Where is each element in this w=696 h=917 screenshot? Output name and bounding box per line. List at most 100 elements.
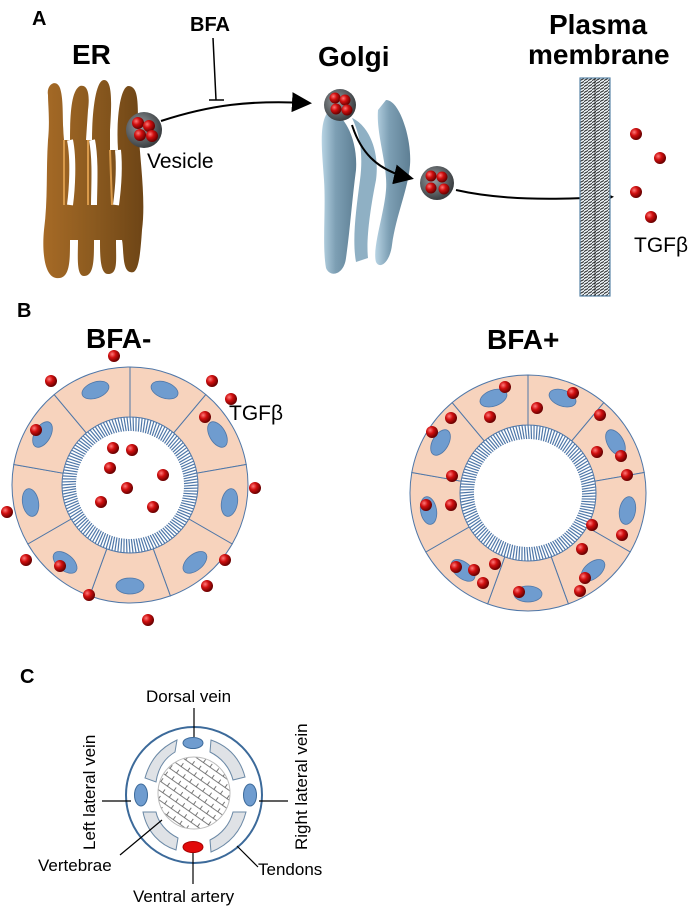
- plasma-membrane-title-line1: Plasma: [548, 9, 648, 40]
- tgfb-molecule: [484, 411, 496, 423]
- arrow-er-to-golgi: [160, 92, 312, 122]
- tgfb-molecule: [83, 589, 95, 601]
- nucleus: [150, 380, 179, 400]
- tgfb-molecule: [574, 585, 586, 597]
- nucleus: [21, 488, 40, 517]
- arrow-golgi-internal: [351, 124, 414, 185]
- nucleus: [618, 496, 637, 525]
- tgfb-molecule: [206, 375, 218, 387]
- bfa-inhibition-line: [209, 37, 224, 101]
- secreted-tgfb-group: [630, 128, 666, 223]
- vertebrae: [157, 756, 231, 830]
- tgfb-molecule: [445, 412, 457, 424]
- zebrafish-tail-cross-section: [125, 726, 263, 864]
- tgfb-molecule: [30, 424, 42, 436]
- tgfb-molecule: [468, 564, 480, 576]
- tgfb-molecule: [594, 409, 606, 421]
- tgfb-molecule: [108, 350, 120, 362]
- tgfb-molecule: [142, 614, 154, 626]
- vesicle-label: Vesicle: [147, 150, 214, 173]
- tgfb-molecule: [249, 482, 261, 494]
- er-title: ER: [72, 39, 111, 70]
- tgfb-molecule: [499, 381, 511, 393]
- panel-label-b: B: [17, 300, 32, 322]
- plasma-membrane-title-line2: membrane: [528, 39, 670, 70]
- tgfb-molecule: [219, 554, 231, 566]
- tgfb-molecule: [579, 572, 591, 584]
- tgfb-molecule: [54, 560, 66, 572]
- tgfb-molecules-bfa-minus: [1, 350, 261, 626]
- er-organelle: [43, 80, 144, 279]
- tgfb-label-b: TGFβ: [229, 402, 284, 425]
- right-lateral-vein-label: Right lateral vein: [292, 723, 311, 850]
- nucleus: [182, 551, 208, 574]
- microvilli: [459, 424, 597, 562]
- left-lateral-vein-label: Left lateral vein: [80, 734, 99, 850]
- tgfb-molecule: [591, 446, 603, 458]
- tendon: [209, 739, 246, 781]
- bfa-label: BFA: [190, 14, 230, 36]
- tendons-label: Tendons: [258, 860, 323, 879]
- epithelial-cell: [451, 374, 529, 442]
- plasma-membrane: [579, 77, 611, 297]
- tgfb-molecule: [157, 469, 169, 481]
- tgfb-molecule: [95, 496, 107, 508]
- bfa-minus-title: BFA-: [86, 323, 152, 354]
- vesicle-er: [126, 112, 162, 148]
- tgfb-molecule: [446, 470, 458, 482]
- tgfb-molecule: [107, 442, 119, 454]
- tgfb-molecule: [450, 561, 462, 573]
- tgfb-molecule: [45, 375, 57, 387]
- dorsal-vein: [182, 737, 204, 749]
- nucleus: [479, 388, 508, 408]
- tgfb-molecule: [586, 519, 598, 531]
- tgfb-molecule: [126, 444, 138, 456]
- bfa-plus-title: BFA+: [487, 324, 560, 355]
- tgfb-molecule: [147, 501, 159, 513]
- tgfb-molecule: [621, 469, 633, 481]
- tgfb-molecule: [225, 393, 237, 405]
- tgfb-molecule: [531, 402, 543, 414]
- ventral-artery: [182, 841, 204, 853]
- tgfb-molecule: [121, 482, 133, 494]
- vertebrae-label: Vertebrae: [38, 856, 112, 875]
- panel-label-c: C: [20, 666, 35, 688]
- epithelial-cell: [53, 366, 131, 434]
- tgfb-molecule: [615, 450, 627, 462]
- tgfb-label-a: TGFβ: [634, 234, 689, 257]
- tgfb-molecule: [1, 506, 13, 518]
- plasma-membrane-title: Plasma membrane: [528, 9, 670, 70]
- left-lateral-vein: [134, 783, 148, 807]
- right-lateral-vein: [243, 783, 257, 807]
- epithelial-ring-bfa-minus: [11, 366, 249, 604]
- epithelial-ring-bfa-plus: [409, 374, 647, 612]
- tgfb-molecule: [654, 152, 666, 164]
- tgfb-molecule: [104, 462, 116, 474]
- microvilli: [61, 416, 199, 554]
- nucleus: [220, 488, 239, 517]
- tgfb-molecule: [616, 529, 628, 541]
- tgfb-molecule: [201, 580, 213, 592]
- ventral-artery-label: Ventral artery: [133, 887, 235, 906]
- golgi-title: Golgi: [318, 41, 390, 72]
- tgfb-molecule: [477, 577, 489, 589]
- tgfb-molecule: [513, 586, 525, 598]
- tgfb-molecule: [489, 558, 501, 570]
- leader-lines: [102, 708, 288, 884]
- tendon: [209, 811, 247, 853]
- panel-label-a: A: [32, 8, 47, 30]
- tgfb-molecule: [630, 128, 642, 140]
- tgfb-molecule: [199, 411, 211, 423]
- tgfb-molecule: [645, 211, 657, 223]
- nucleus: [115, 577, 145, 595]
- tgfb-molecule: [20, 554, 32, 566]
- dorsal-vein-label: Dorsal vein: [146, 687, 232, 706]
- tgfb-molecule: [445, 499, 457, 511]
- nucleus: [207, 421, 228, 448]
- tgfb-molecule: [576, 543, 588, 555]
- tgfb-molecule: [630, 186, 642, 198]
- vesicle-golgi-exit: [420, 166, 454, 200]
- nucleus: [81, 380, 110, 400]
- golgi-organelle: [321, 100, 411, 274]
